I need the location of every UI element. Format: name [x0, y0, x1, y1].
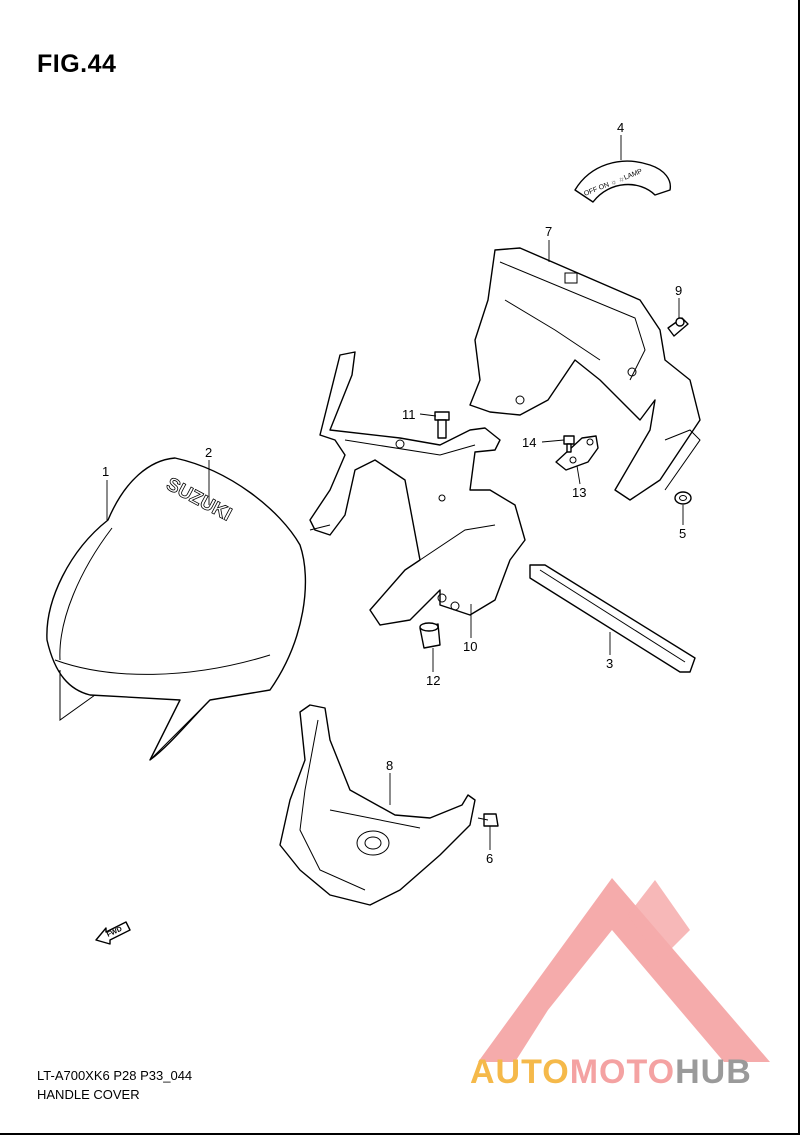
part-4-switch-plate: OFF ON ☼ ☼LAMP: [574, 160, 672, 203]
watermark-text-auto: AUTO: [470, 1053, 570, 1091]
watermark-text-hub: HUB: [675, 1053, 752, 1091]
callout-6: 6: [486, 851, 493, 866]
part-1-handle-cover: SUZUKI: [46, 457, 307, 761]
watermark-text-moto: MOTO: [569, 1053, 676, 1091]
part-9-screw: [667, 317, 689, 337]
part-10-bracket: [309, 351, 526, 626]
callout-13: 13: [572, 485, 586, 500]
watermark-text: AUTOMOTOHUB: [470, 1053, 752, 1092]
footer-section-name: HANDLE COVER: [37, 1087, 140, 1102]
callout-4: 4: [617, 120, 624, 135]
callout-2: 2: [205, 445, 212, 460]
callout-14: 14: [522, 435, 536, 450]
leader-lines: [106, 135, 684, 850]
part-13-plate: [555, 435, 599, 471]
callout-11: 11: [402, 407, 416, 422]
part-11-screw: [434, 411, 450, 439]
fwd-arrow-icon: FWD: [95, 921, 131, 945]
callout-5: 5: [679, 526, 686, 541]
figure-title: FIG.44: [37, 50, 117, 78]
part-5-grommet: [674, 491, 692, 505]
callout-9: 9: [675, 283, 682, 298]
callout-7: 7: [545, 224, 552, 239]
part-3-gasket: [529, 564, 696, 673]
watermark-logo: [478, 878, 770, 1062]
frame-bottom-edge: [0, 1133, 800, 1135]
part-12-collar: [419, 622, 441, 649]
callout-10: 10: [463, 639, 477, 654]
part-6-clip: [477, 813, 499, 827]
footer-model-code: LT-A700XK6 P28 P33_044: [37, 1068, 193, 1083]
part-7-upper-housing: [469, 247, 701, 501]
frame-right-edge: [798, 0, 800, 1135]
callouts: 1 2 3 4 5 6 7 8 9 10 11 12 13 14: [102, 120, 686, 866]
callout-1: 1: [102, 464, 109, 479]
callout-8: 8: [386, 758, 393, 773]
part-8-lower-cover: [279, 704, 476, 906]
callout-12: 12: [426, 673, 440, 688]
callout-3: 3: [606, 656, 613, 671]
